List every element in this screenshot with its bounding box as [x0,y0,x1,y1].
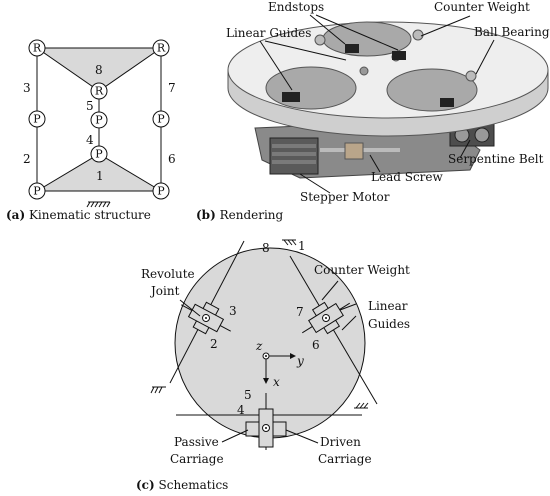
carriage-right [440,98,454,107]
caption-c-text: Schematics [159,478,229,492]
joint-label: P [157,113,165,126]
caption-c: (c) Schematics [136,478,228,492]
number-label-1: 1 [298,239,306,253]
caption-a-text: Kinematic structure [29,208,151,222]
axis-label-x: x [273,375,280,389]
joint-node-left-p [28,110,46,128]
link-label-2: 2 [23,152,31,166]
schematics-leader-lines [179,280,357,444]
link-label-6: 6 [168,152,176,166]
label-counter-weight-c: Counter Weight [314,263,410,277]
caption-b-letter: (b) [196,208,216,222]
caption-a: (a) Kinematic structure [6,208,151,222]
link-8-triangle [35,47,163,92]
label-stepper-motor: Stepper Motor [300,190,390,204]
joint-node-mid-r [90,82,108,100]
number-label-3: 3 [229,304,237,318]
hatch-top-right [282,239,297,246]
joint-label: R [33,42,42,55]
axis-label-z: z [255,339,263,353]
link-label-5: 5 [86,99,94,113]
joint-node-center-p-upper [90,111,108,129]
label-driven: Driven [320,435,361,449]
number-label-2: 2 [210,337,218,351]
label-driven-carriage: Carriage [318,452,372,466]
label-lead-screw: Lead Screw [371,170,444,184]
caption-c-letter: (c) [136,478,155,492]
number-label-4: 4 [237,403,245,417]
number-label-5: 5 [244,388,252,402]
label-ball-bearing: Ball Bearing [474,25,550,39]
right-carriage [301,301,351,335]
label-passive: Passive [174,435,219,449]
label-endstops: Endstops [268,0,324,14]
joint-node-center-p-lower [90,145,108,163]
joint-label: P [33,113,41,126]
hatch-bottom-right [354,402,369,409]
label-joint: Joint [149,284,180,298]
link-label-7: 7 [168,81,176,95]
link-label-3: 3 [23,81,31,95]
caption-b-text: Rendering [220,208,284,222]
joint-node-top-right [152,39,170,57]
joint-label: R [95,85,104,98]
label-guides: Guides [368,317,410,331]
left-carriage [181,301,231,335]
joint-node-bottom-right [152,182,170,200]
endstop-a [345,44,359,53]
link-label-1: 1 [96,169,104,183]
joint-node-bottom-left [28,182,46,200]
link-label-8: 8 [95,63,103,77]
joint-label: P [95,148,103,161]
label-serpentine-belt: Serpentine Belt [448,152,544,166]
kinematic-diagram: R R R P P P P P P 8 3 7 5 4 2 6 1 [23,39,176,208]
cutout-right [386,68,478,112]
number-label-7: 7 [296,305,304,319]
caption-a-letter: (a) [6,208,25,222]
axis-label-y: y [296,354,304,368]
rendering-leader-lines [259,14,495,194]
endstop-b [392,51,406,60]
joint-label: P [157,185,165,198]
cutout-left [265,66,357,110]
number-label-8: 8 [262,241,270,255]
link-label-4: 4 [86,133,94,147]
joint-label: P [95,114,103,127]
cutout-top [322,21,412,57]
label-revolute: Revolute [141,267,195,281]
label-counter-weight: Counter Weight [434,0,530,14]
link-1-triangle [35,153,163,192]
number-label-6: 6 [312,338,320,352]
coordinate-frame [262,352,296,384]
label-linear-guides: Linear Guides [226,26,311,40]
joint-label: R [157,42,166,55]
rendering-illustration: Endstops Counter Weight Linear Guides Ba… [226,0,550,204]
label-linear: Linear [368,299,408,313]
bottom-carriage [245,408,287,448]
joint-node-right-p [152,110,170,128]
caption-b: (b) Rendering [196,208,284,222]
ground-hatch [86,201,111,208]
hatch-left [150,386,166,394]
joint-label: P [33,185,41,198]
carriage-left [282,92,300,102]
joint-node-top-left [28,39,46,57]
schematics-diagram: 8 1 3 2 7 6 5 4 z y x Revolute Joint Cou… [141,239,410,466]
label-passive-carriage: Carriage [170,452,224,466]
